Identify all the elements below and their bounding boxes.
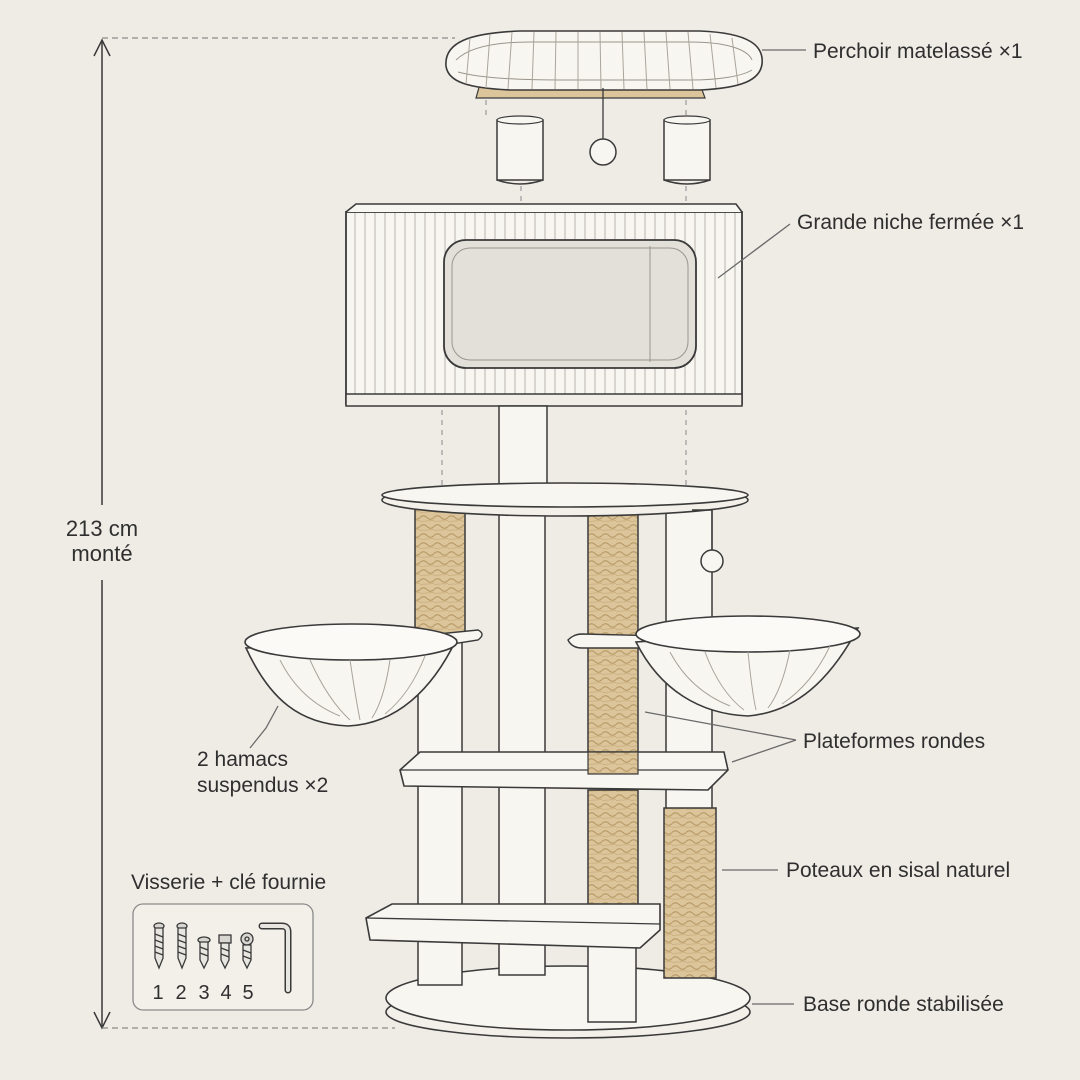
connector-post-right xyxy=(663,115,711,185)
hammock-right xyxy=(567,615,861,717)
label-hammocks-line2: suspendus ×2 xyxy=(197,774,328,797)
center-top-post xyxy=(498,405,548,491)
hardware-kit: 1 2 3 4 5 xyxy=(132,903,314,1011)
top-round-platform xyxy=(381,482,749,517)
hardware-number-3: 3 xyxy=(198,982,209,1004)
height-value: 213 cm xyxy=(66,516,138,541)
assembly-guide-lines xyxy=(441,90,687,492)
label-sisal-posts: Poteaux en sisal naturel xyxy=(786,859,1010,882)
screw-3-icon xyxy=(197,936,211,970)
label-padded-perch: Perchoir matelassé ×1 xyxy=(813,40,1023,63)
leader-lines xyxy=(249,49,806,1005)
perch-toy-ball xyxy=(589,88,617,166)
hardware-title: Visserie + clé fournie xyxy=(131,871,326,894)
height-note: monté xyxy=(71,541,132,566)
hardware-number-1: 1 xyxy=(152,982,163,1004)
bolt-4-icon xyxy=(218,934,232,970)
label-round-base: Base ronde stabilisée xyxy=(803,993,1004,1016)
label-round-platforms: Plateformes rondes xyxy=(803,730,985,753)
allen-key-icon xyxy=(258,922,292,994)
low-platform xyxy=(365,903,661,949)
padded-perch xyxy=(445,30,763,99)
label-hammocks-line1: 2 hamacs xyxy=(197,748,288,771)
screw-1-icon xyxy=(153,922,165,970)
hardware-number-4: 4 xyxy=(220,982,231,1004)
hammock-left xyxy=(244,623,483,727)
round-base xyxy=(385,965,751,1039)
middle-platform xyxy=(399,751,729,791)
enclosed-condo xyxy=(345,203,743,407)
label-enclosed-condo: Grande niche fermée ×1 xyxy=(797,211,1024,234)
height-dimension xyxy=(93,37,455,1030)
hardware-number-5: 5 xyxy=(242,982,253,1004)
connector-post-left xyxy=(496,115,544,185)
hanging-toy-ball xyxy=(692,509,724,573)
sisal-post-mid-overlay xyxy=(587,751,639,775)
screw-2-icon xyxy=(176,922,188,970)
bolt-5-icon xyxy=(240,932,254,970)
hardware-number-2: 2 xyxy=(175,982,186,1004)
